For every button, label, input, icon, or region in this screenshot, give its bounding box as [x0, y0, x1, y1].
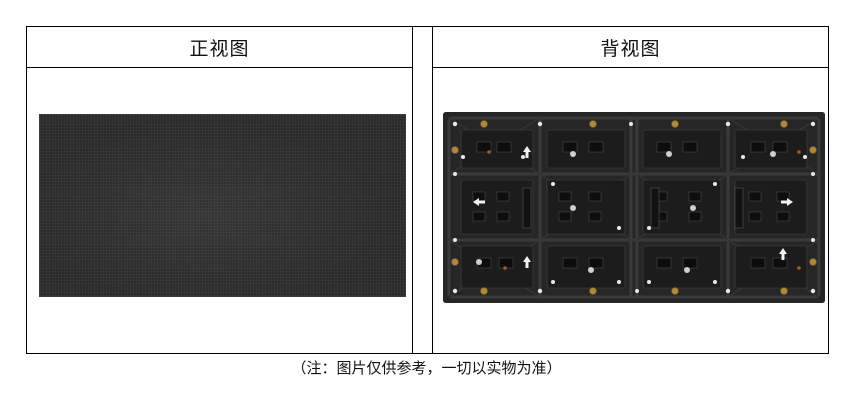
header-divider-right	[432, 67, 828, 68]
image-disclaimer-caption: （注：图片仅供参考，一切以实物为准）	[291, 359, 562, 377]
front-view-header: 正视图	[189, 37, 250, 60]
header-divider-left	[27, 67, 412, 68]
back-view-image	[443, 112, 825, 303]
spec-table: 正视图 背视图	[26, 26, 829, 354]
column-divider-right	[432, 27, 433, 353]
column-divider-left	[412, 27, 413, 353]
back-view-module-drawing	[443, 112, 825, 303]
front-view-image	[39, 114, 406, 297]
back-view-header: 背视图	[600, 37, 661, 60]
